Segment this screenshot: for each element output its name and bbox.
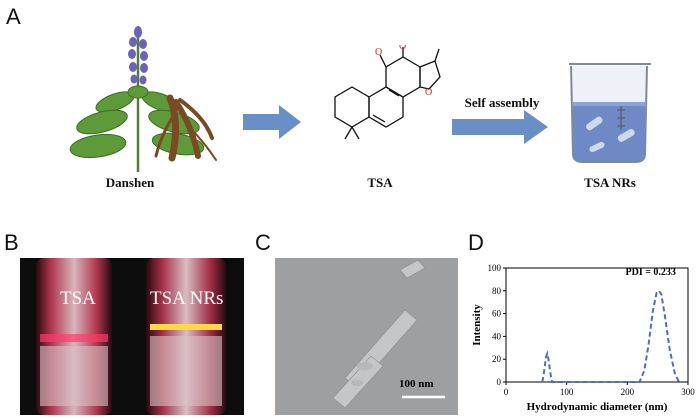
x-tick-label: 0 (504, 387, 509, 397)
vial-tsa-nrs-label: TSA NRs (150, 288, 224, 309)
tsa-nrs-label: TSA NRs (584, 175, 636, 190)
series-line (541, 289, 680, 383)
chart-ylabel: Intensity (471, 304, 483, 346)
arrow-right-icon (243, 105, 301, 139)
panel-b-letter: B (4, 230, 19, 255)
plot-frame (505, 267, 689, 383)
x-tick-label: 200 (621, 387, 635, 397)
tem-image: 100 nm (275, 258, 458, 415)
tsa-label: TSA (367, 175, 393, 190)
svg-text:O: O (425, 87, 432, 98)
self-assembly-label: Self assembly (464, 95, 540, 110)
tsa-molecule-structure: O O O (334, 45, 441, 140)
chart-series (541, 289, 680, 383)
y-tick-label: 20 (492, 354, 502, 364)
chart-xlabel: Hydrodynamic diameter (nm) (527, 401, 668, 413)
panel-d-letter: D (468, 230, 484, 255)
chart-axes: 0 100 200 300 0 20 40 60 80 100 (488, 263, 696, 397)
vials-photo: TSA TSA NRs (20, 258, 244, 415)
y-tick-label: 80 (492, 286, 502, 296)
beaker-illustration (569, 63, 651, 163)
y-tick-label: 100 (488, 263, 502, 273)
panel-a-letter: A (6, 4, 21, 29)
y-tick-label: 40 (492, 331, 502, 341)
x-tick-label: 100 (560, 387, 574, 397)
dls-chart: 0 100 200 300 0 20 40 60 80 100 PDI = 0.233 Hydro… (471, 263, 696, 413)
danshen-root-illustration (154, 94, 217, 162)
self-assembly-arrow-icon (452, 110, 548, 144)
svg-text:O: O (399, 45, 406, 52)
chart-annotation: PDI = 0.233 (626, 267, 676, 278)
y-tick-label: 60 (492, 309, 502, 319)
x-tick-label: 300 (681, 387, 695, 397)
scale-bar-label: 100 nm (399, 378, 434, 390)
svg-text:O: O (375, 47, 382, 58)
danshen-label: Danshen (105, 175, 155, 190)
vial-tsa-label: TSA (60, 288, 96, 309)
y-tick-label: 0 (497, 377, 502, 387)
panel-c-letter: C (255, 230, 271, 255)
